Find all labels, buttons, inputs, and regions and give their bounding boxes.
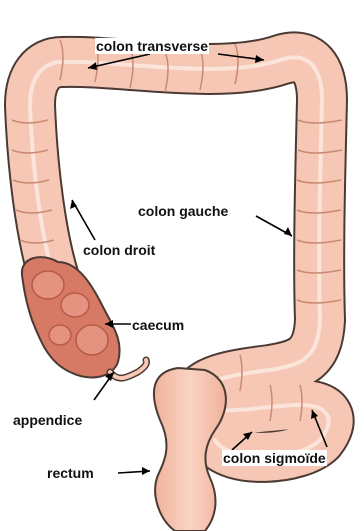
label-colon-gauche: colon gauche — [137, 203, 229, 219]
label-colon-droit: colon droit — [82, 242, 156, 258]
label-colon-sigmoide: colon sigmoïde — [222, 450, 327, 466]
label-caecum: caecum — [131, 317, 185, 333]
caecum — [22, 257, 120, 377]
label-rectum: rectum — [46, 465, 95, 481]
label-colon-transverse: colon transverse — [95, 38, 209, 54]
label-appendice: appendice — [12, 412, 83, 428]
